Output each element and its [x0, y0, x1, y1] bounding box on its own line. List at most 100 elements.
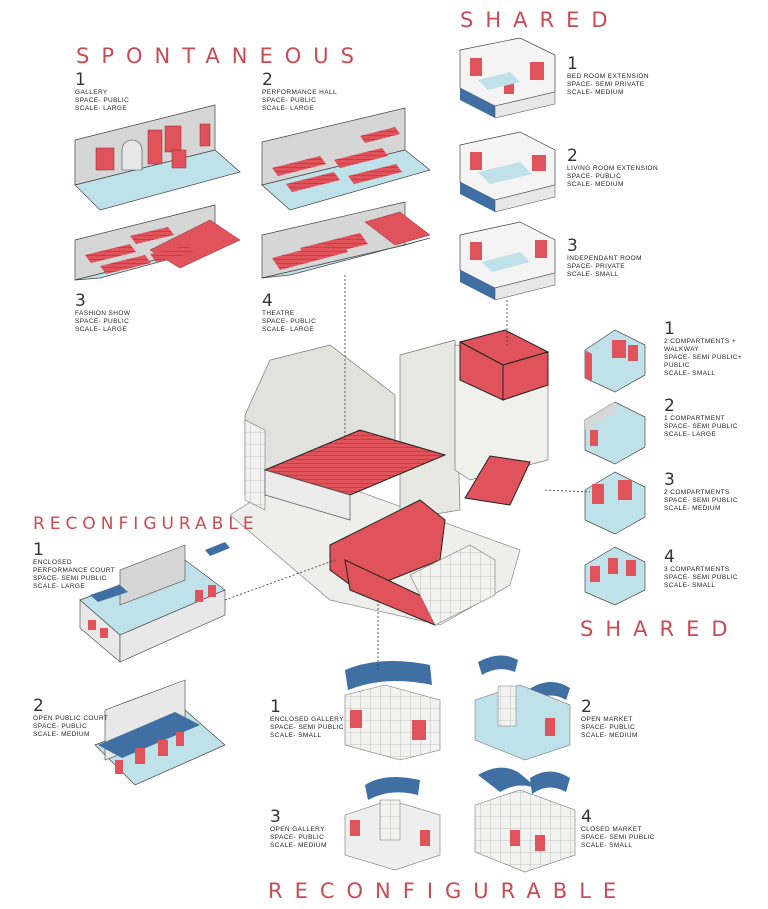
label-scale: SCALE- SMALL: [270, 732, 322, 739]
label-scale: SCALE- LARGE: [75, 326, 128, 333]
heading-reconfigurable-left: RECONFIGURABLE: [33, 514, 259, 534]
label-number: 1: [664, 319, 675, 339]
label-2-compartments-walkway: 1 2 COMPARTMENTS + WALKWAY SPACE- SEMI P…: [664, 320, 764, 378]
label-space: SPACE- SEMI PUBLIC: [664, 574, 738, 581]
label-space: SPACE- PUBLIC: [75, 97, 130, 104]
label-number: 2: [664, 396, 675, 416]
shared-right-drawing-1: [584, 329, 646, 393]
label-living-room-extension: 2 LIVING ROOM EXTENSION SPACE- PUBLIC SC…: [567, 147, 697, 189]
label-enclosed-performance-court: 1 ENCLOSED PERFORMANCE COURT SPACE- SEMI…: [33, 541, 163, 591]
label-space: SPACE- PUBLIC: [581, 724, 636, 731]
label-name: BED ROOM EXTENSION: [567, 73, 649, 80]
reconfigurable-open-court-drawing: [94, 679, 226, 786]
label-scale: SCALE- MEDIUM: [33, 731, 90, 738]
label-enclosed-gallery: 1 ENCLOSED GALLERY SPACE- SEMI PUBLIC SC…: [270, 698, 345, 740]
label-scale: SCALE- SMALL: [567, 271, 619, 278]
label-space: SPACE- SEMI PUBLIC: [33, 575, 107, 582]
label-3-compartments: 4 3 COMPARTMENTS SPACE- SEMI PUBLIC SCAL…: [664, 548, 764, 590]
label-number: 1: [567, 54, 578, 74]
label-number: 1: [270, 697, 281, 717]
connector-lines: [224, 275, 591, 670]
label-number: 3: [270, 807, 281, 827]
label-scale: SCALE- SMALL: [664, 582, 716, 589]
label-number: 3: [567, 236, 578, 256]
label-number: 2: [33, 696, 44, 716]
label-space: SPACE- PUBLIC: [567, 173, 622, 180]
label-name: THEATRE: [262, 310, 295, 317]
label-name: INDEPENDANT ROOM: [567, 255, 642, 262]
label-fashion-show: 3 FASHION SHOW SPACE- PUBLIC SCALE- LARG…: [75, 292, 205, 334]
label-space: SPACE- SEMI PUBLIC: [270, 724, 344, 731]
label-space: SPACE- SEMI PUBLIC+: [664, 354, 743, 361]
label-scale: SCALE- SMALL: [664, 370, 716, 377]
heading-reconfigurable-bottom: RECONFIGURABLE: [268, 879, 629, 903]
label-scale: SCALE- LARGE: [33, 583, 86, 590]
label-name: CLOSED MARKET: [581, 826, 642, 833]
shared-living-room-drawing: [459, 131, 556, 213]
label-performance-hall: 2 PERFORMANCE HALL SPACE- PUBLIC SCALE- …: [262, 71, 392, 113]
label-name: OPEN MARKET: [581, 716, 633, 723]
shared-independent-room-drawing: [459, 221, 556, 301]
label-name: 1 COMPARTMENT: [664, 415, 725, 422]
spontaneous-gallery-drawing: [74, 104, 241, 211]
label-name: GALLERY: [75, 89, 108, 96]
reconfigurable-closed-market-drawing: [474, 767, 576, 873]
label-name: FASHION SHOW: [75, 310, 131, 317]
label-scale: SCALE- MEDIUM: [567, 89, 624, 96]
label-scale: SCALE- LARGE: [75, 105, 128, 112]
label-1-compartment: 2 1 COMPARTMENT SPACE- SEMI PUBLIC SCALE…: [664, 397, 764, 439]
label-name: ENCLOSED GALLERY: [270, 716, 344, 723]
spontaneous-theatre-drawing: [261, 201, 431, 279]
label-open-public-court: 2 OPEN PUBLIC COURT SPACE- PUBLIC SCALE-…: [33, 697, 163, 739]
label-number: 4: [262, 291, 273, 311]
shared-bedroom-drawing: [459, 37, 556, 119]
label-number: 2: [581, 697, 592, 717]
reconfigurable-enclosed-court-drawing: [79, 542, 230, 663]
label-theatre: 4 THEATRE SPACE- PUBLIC SCALE- LARGE: [262, 292, 392, 334]
label-space: SPACE- SEMI PUBLIC: [664, 423, 738, 430]
label-gallery: 1 GALLERY SPACE- PUBLIC SCALE- LARGE: [75, 71, 205, 113]
label-space: SPACE- PRIVATE: [567, 263, 625, 270]
label-scale: SCALE- MEDIUM: [664, 505, 721, 512]
label-number: 2: [262, 70, 273, 90]
label-name: OPEN GALLERY: [270, 826, 325, 833]
label-scale: SCALE- MEDIUM: [567, 181, 624, 188]
label-name: 3 COMPARTMENTS: [664, 566, 730, 573]
label-name: ENCLOSED: [33, 559, 72, 566]
label-space: SPACE- PUBLIC: [33, 723, 88, 730]
label-2-compartments: 3 2 COMPARTMENTS SPACE- SEMI PUBLIC SCAL…: [664, 471, 764, 513]
heading-spontaneous: SPONTANEOUS: [76, 44, 367, 68]
label-name-line2: PERFORMANCE COURT: [33, 567, 116, 574]
label-name-line2: WALKWAY: [664, 346, 700, 353]
label-open-market: 2 OPEN MARKET SPACE- PUBLIC SCALE- MEDIU…: [581, 698, 681, 740]
shared-right-drawing-2: [584, 401, 646, 465]
label-scale: SCALE- LARGE: [262, 105, 315, 112]
label-space: SPACE- PUBLIC: [262, 318, 317, 325]
label-number: 4: [664, 547, 675, 567]
central-building-drawing: [229, 329, 550, 626]
label-number: 1: [33, 540, 44, 560]
label-name: 2 COMPARTMENTS: [664, 489, 730, 496]
shared-right-drawing-4: [584, 546, 646, 606]
label-scale: SCALE- MEDIUM: [270, 842, 327, 849]
label-name: LIVING ROOM EXTENSION: [567, 165, 659, 172]
label-name: OPEN PUBLIC COURT: [33, 715, 109, 722]
label-space: SPACE- SEMI PUBLIC: [664, 497, 738, 504]
label-scale: SCALE- LARGE: [262, 326, 315, 333]
heading-shared-top: SHARED: [460, 8, 620, 32]
label-scale: SCALE- LARGE: [664, 431, 717, 438]
label-open-gallery: 3 OPEN GALLERY SPACE- PUBLIC SCALE- MEDI…: [270, 808, 345, 850]
label-name: PERFORMANCE HALL: [262, 89, 338, 96]
spontaneous-fashion-show-drawing: [74, 204, 241, 281]
reconfigurable-enclosed-gallery-drawing: [344, 661, 441, 761]
label-name: 2 COMPARTMENTS +: [664, 338, 737, 345]
label-number: 4: [581, 807, 592, 827]
label-scale: SCALE- MEDIUM: [581, 732, 638, 739]
shared-right-drawing-3: [584, 471, 646, 535]
label-number: 3: [664, 470, 675, 490]
reconfigurable-open-gallery-drawing: [344, 776, 441, 871]
label-space-line2: PUBLIC: [664, 362, 690, 369]
heading-shared-right: SHARED: [580, 617, 740, 641]
label-space: SPACE- SEMI PUBLIC: [581, 834, 655, 841]
